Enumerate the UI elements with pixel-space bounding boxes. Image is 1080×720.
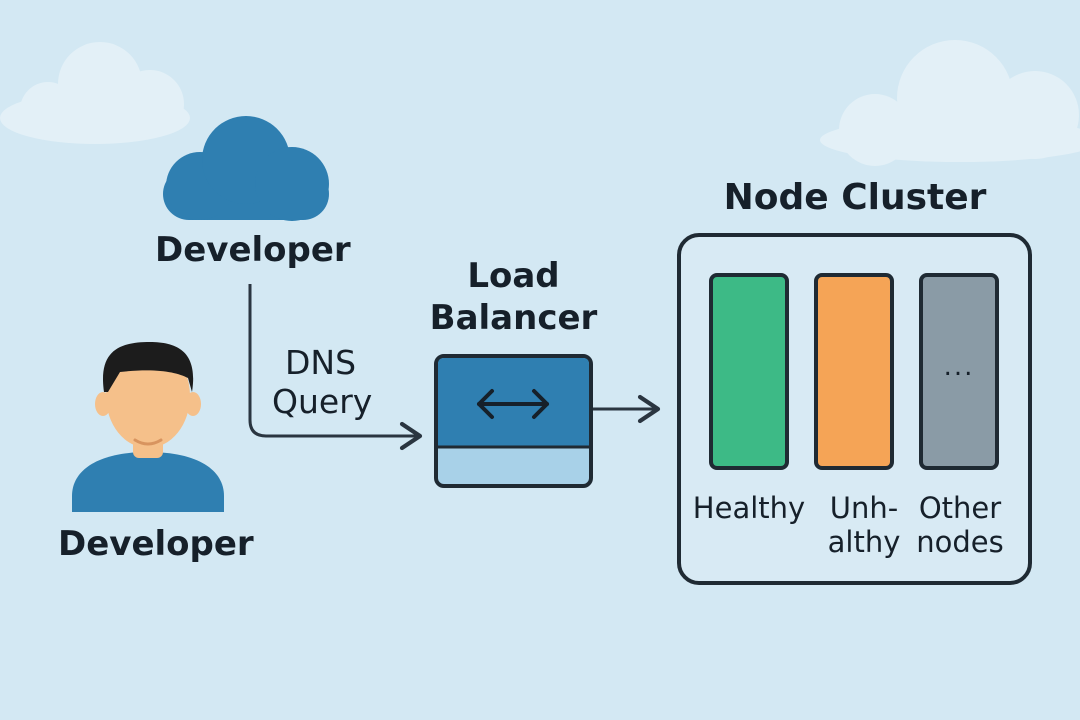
node-unhealthy-label-line2: althy xyxy=(827,525,901,559)
node-unhealthy-label-line1: Unh- xyxy=(829,491,899,525)
dns-query-label-line2: Query xyxy=(272,382,373,421)
node-cluster-title: Node Cluster xyxy=(723,177,987,218)
dns-query-label-line1: DNS xyxy=(285,343,357,382)
load-balancer-label-line2: Balancer xyxy=(429,298,598,338)
load-balancer-box[interactable] xyxy=(434,354,593,488)
node-other-label-line1: Other xyxy=(918,491,1002,525)
node-other-label-line2: nodes xyxy=(916,525,1004,559)
ellipsis-icon: ... xyxy=(943,352,975,382)
node-healthy-label: Healthy xyxy=(692,491,806,525)
top-developer-label: Developer xyxy=(155,230,351,270)
node-healthy[interactable] xyxy=(709,273,789,470)
person-icon xyxy=(72,342,224,512)
bidirectional-arrow-icon xyxy=(477,389,549,419)
background-cloud-left-icon xyxy=(0,42,190,144)
dns-query-arrow xyxy=(248,284,423,451)
node-unhealthy[interactable] xyxy=(814,273,894,470)
load-balancer-label-line1: Load xyxy=(467,256,560,296)
node-other[interactable] xyxy=(919,273,999,470)
bottom-developer-label: Developer xyxy=(58,524,254,564)
background-cloud-right-icon xyxy=(820,40,1080,166)
cloud-icon xyxy=(163,116,329,221)
